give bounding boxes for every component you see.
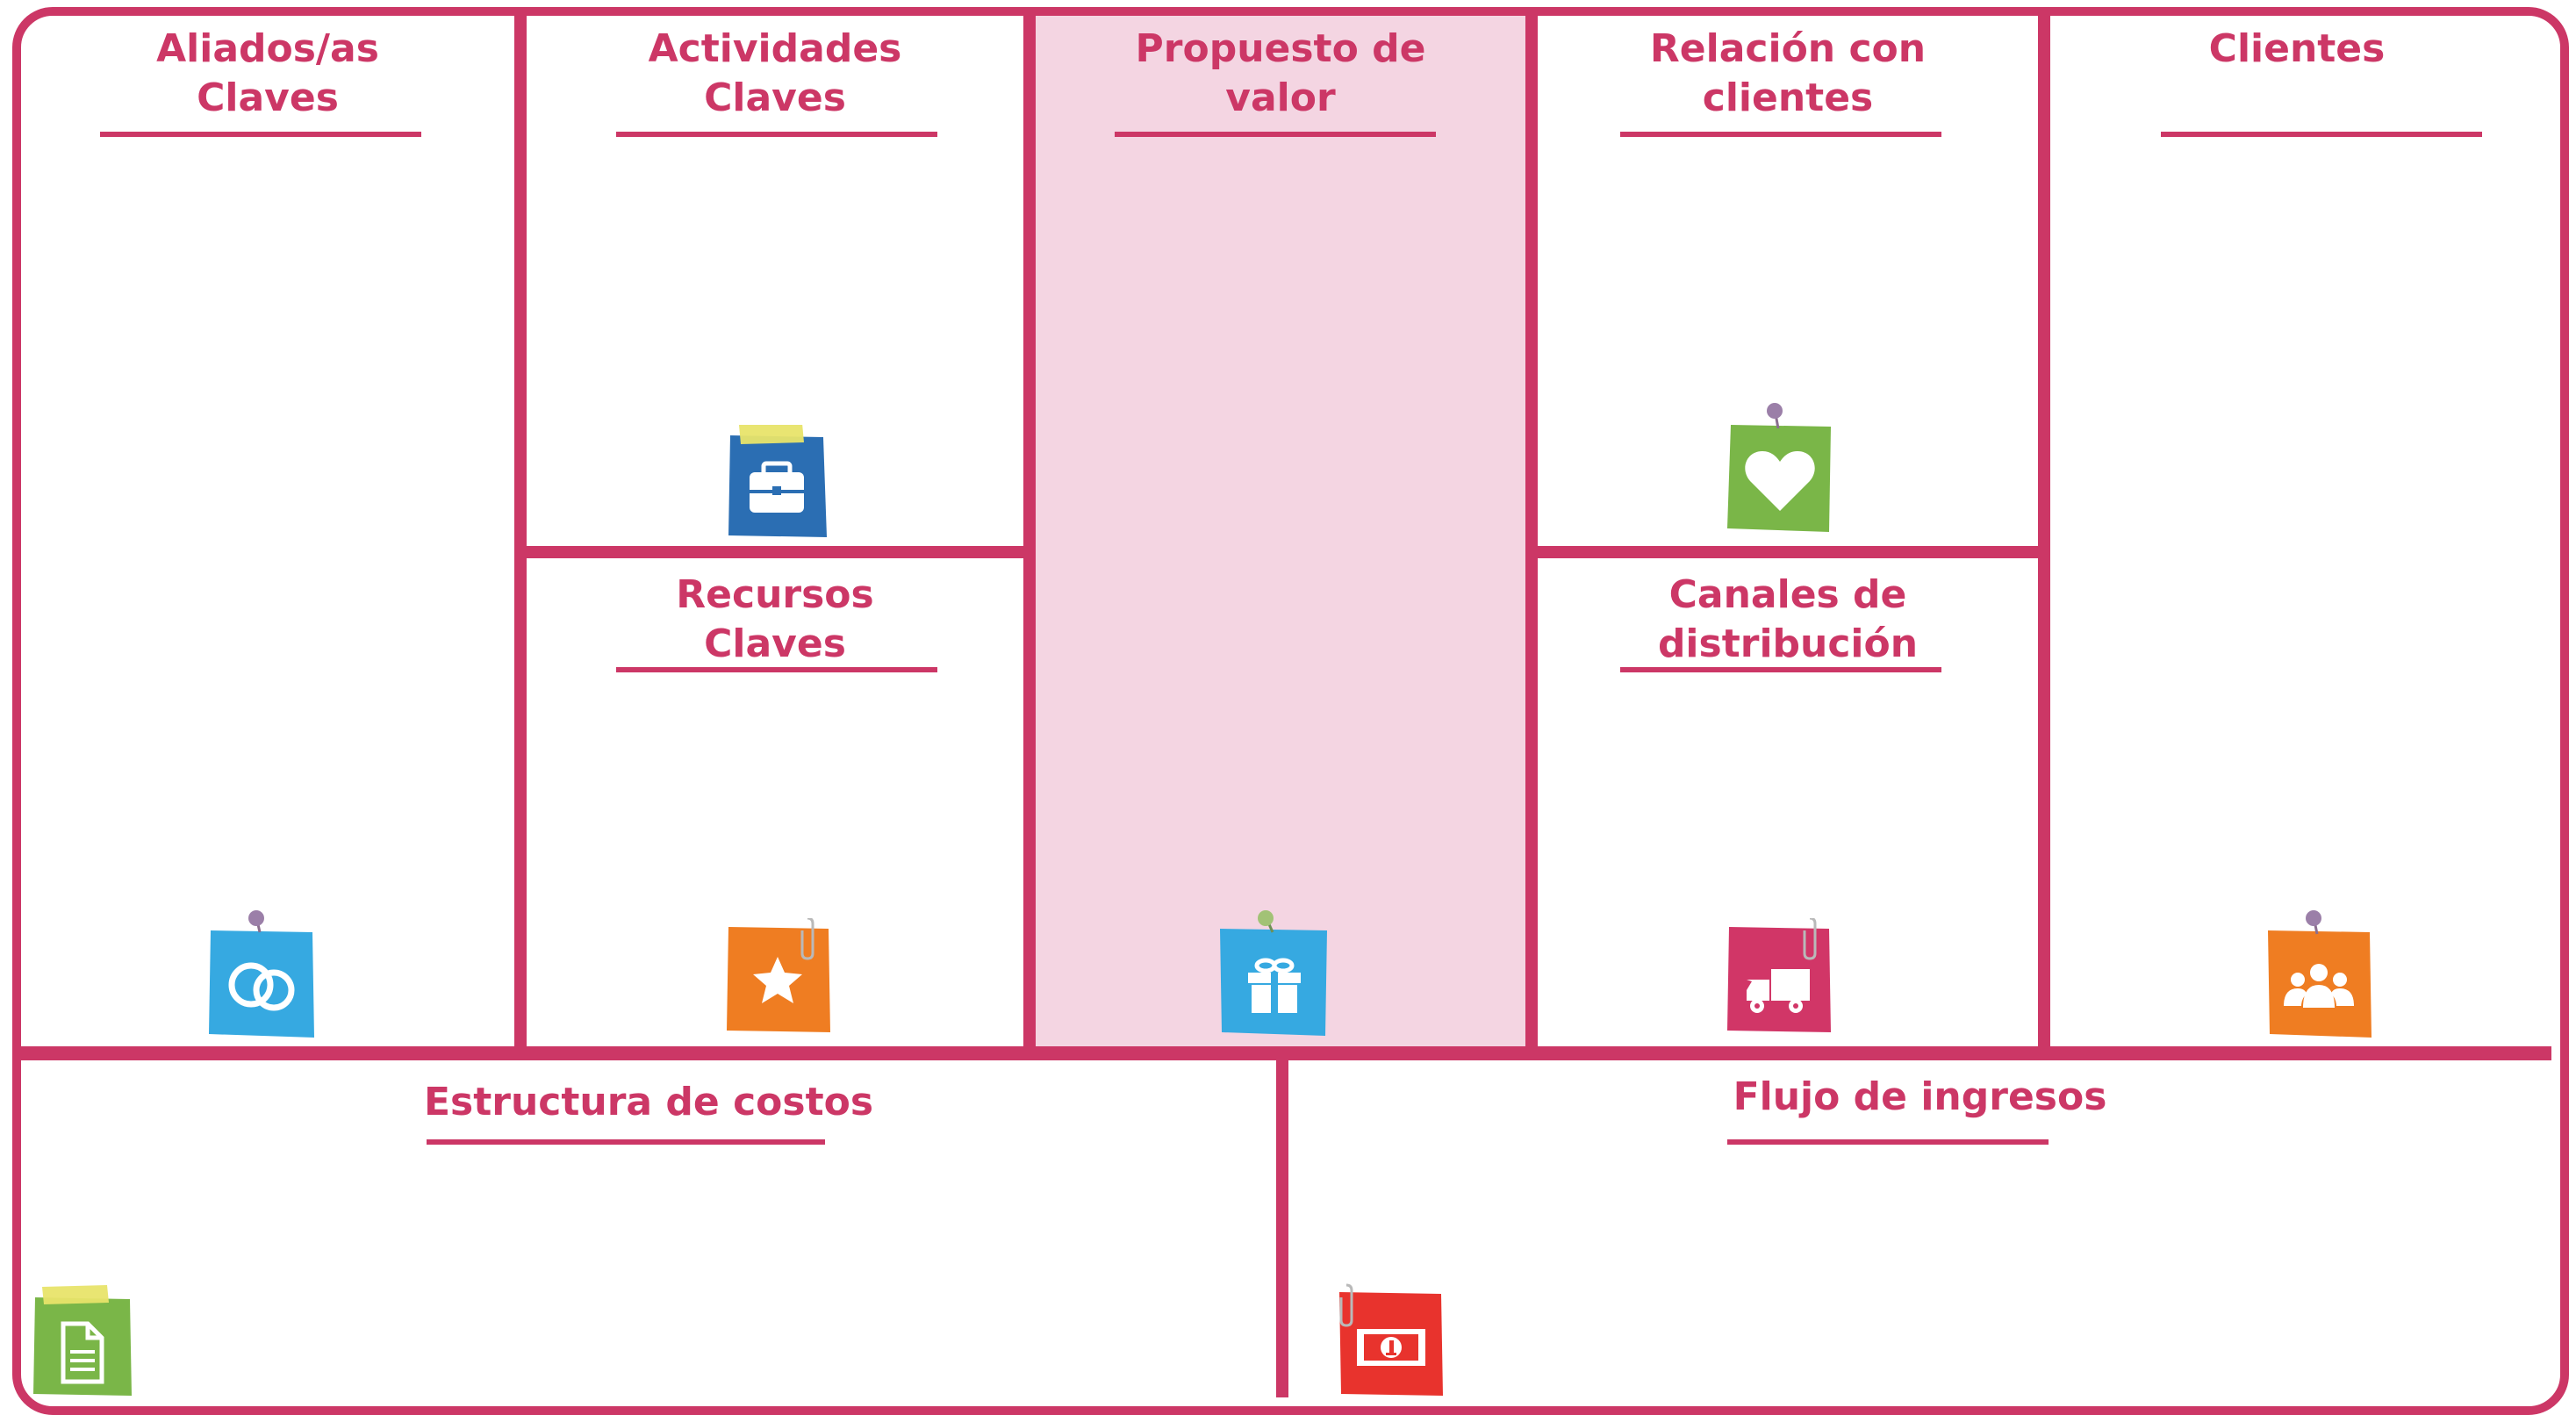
key-partners-title-line2: Claves	[197, 75, 339, 120]
key-resources-underline	[616, 667, 937, 672]
channels-note	[1726, 918, 1833, 1036]
divider-h-relationships	[1538, 546, 2038, 558]
customer-relationships-title-line1: Relación con	[1649, 26, 1927, 71]
divider-v1	[514, 16, 527, 1055]
key-partners-underline	[100, 132, 421, 137]
value-proposition-area	[1036, 16, 1525, 1055]
banknote-icon	[1357, 1329, 1425, 1366]
document-icon	[61, 1321, 104, 1384]
briefcase-icon	[750, 461, 804, 513]
divider-v-bottom	[1276, 1059, 1288, 1397]
value-proposition-note	[1216, 909, 1331, 1039]
value-proposition-title: Propuesto de valor	[1036, 25, 1525, 123]
key-resources-note	[725, 918, 832, 1036]
key-activities-title-line2: Claves	[704, 75, 846, 120]
key-resources-title-line1: Recursos	[676, 572, 874, 617]
cost-structure-title: Estructura de costos	[21, 1078, 1276, 1127]
gift-icon	[1248, 958, 1301, 1013]
key-activities-title-line1: Actividades	[648, 26, 902, 71]
revenue-streams-title: Flujo de ingresos	[1288, 1073, 2551, 1122]
revenue-streams-underline	[1727, 1139, 2049, 1145]
heart-icon	[1745, 451, 1815, 511]
customer-relationships-underline	[1620, 132, 1941, 137]
people-icon	[2284, 964, 2354, 1008]
channels-title-line1: Canales de	[1668, 572, 1907, 617]
channels-title-line2: distribución	[1657, 621, 1919, 666]
star-icon	[753, 957, 802, 1003]
divider-h-main	[21, 1046, 2551, 1060]
cost-structure-note	[32, 1285, 135, 1399]
truck-icon	[1747, 969, 1810, 1013]
rings-icon	[228, 962, 295, 1011]
key-partners-title-line1: Aliados/as	[156, 26, 379, 71]
key-resources-title-line2: Claves	[704, 621, 846, 666]
cost-structure-title-line1: Estructura de costos	[423, 1080, 874, 1124]
value-proposition-title-line1: Propuesto de	[1135, 26, 1426, 71]
customer-segments-underline	[2161, 132, 2482, 137]
key-resources-title: Recursos Claves	[527, 571, 1023, 669]
revenue-streams-note	[1338, 1283, 1445, 1399]
customer-relationships-title: Relación con clientes	[1538, 25, 2038, 123]
customer-segments-title: Clientes	[2050, 25, 2544, 74]
divider-v3	[1525, 16, 1538, 1055]
customer-relationships-note	[1726, 402, 1834, 534]
cost-structure-underline	[427, 1139, 825, 1145]
key-activities-underline	[616, 132, 937, 137]
key-partners-title: Aliados/as Claves	[21, 25, 514, 123]
key-activities-title: Actividades Claves	[527, 25, 1023, 123]
divider-h-activities	[527, 546, 1023, 558]
customer-relationships-title-line2: clientes	[1702, 75, 1874, 120]
channels-underline	[1620, 667, 1941, 672]
revenue-streams-title-line1: Flujo de ingresos	[1733, 1074, 2107, 1119]
divider-v4	[2038, 16, 2050, 1055]
divider-v2	[1023, 16, 1036, 1055]
customer-segments-note	[2264, 909, 2373, 1041]
value-proposition-underline	[1115, 132, 1436, 137]
channels-title: Canales de distribución	[1538, 571, 2038, 669]
key-partners-note	[207, 909, 316, 1039]
key-activities-note	[725, 425, 829, 541]
value-proposition-title-line2: valor	[1225, 75, 1336, 120]
customer-segments-title-line1: Clientes	[2208, 26, 2386, 71]
